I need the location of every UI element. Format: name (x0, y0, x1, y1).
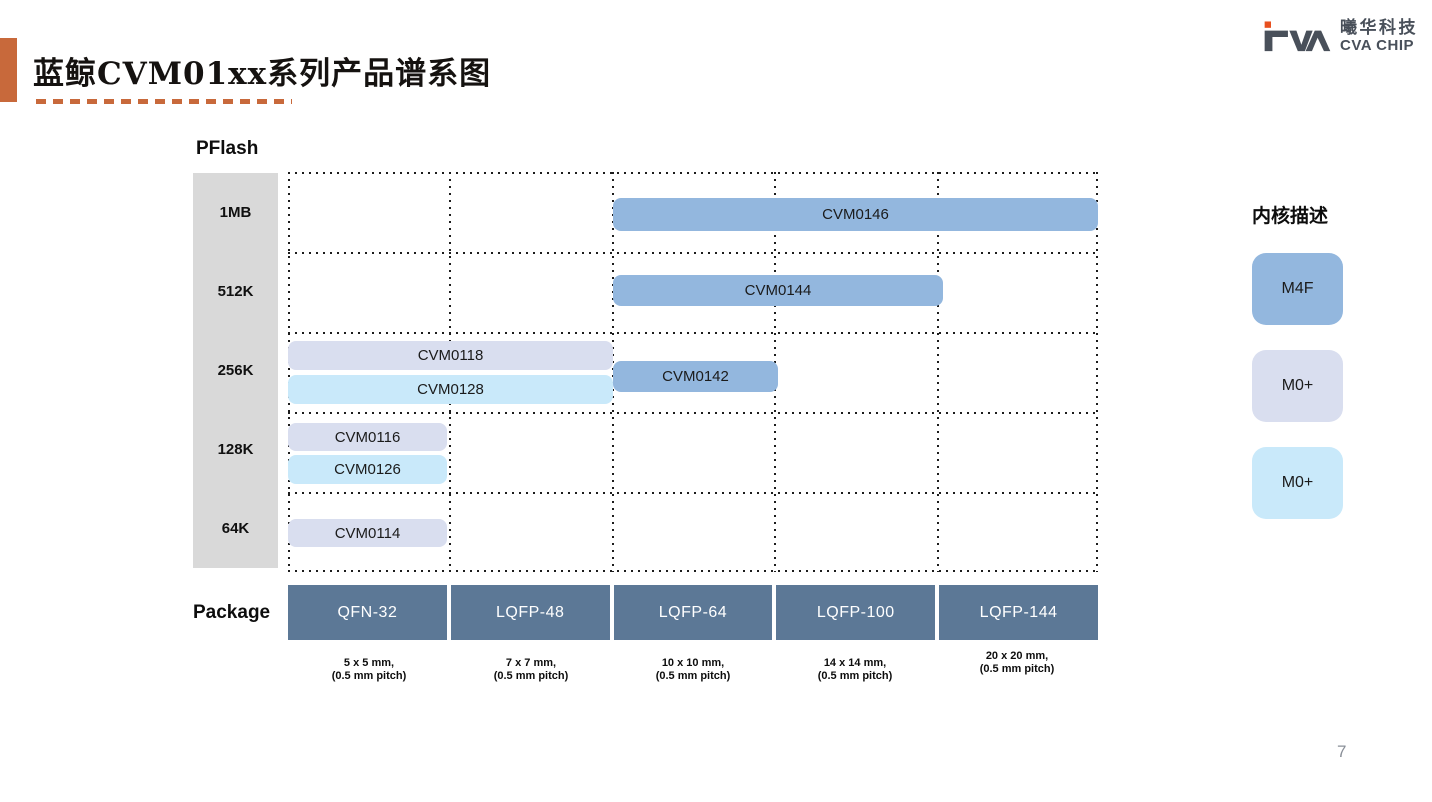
flash-row-256k: 256K (217, 362, 254, 379)
size-pitch: (0.5 mm pitch) (817, 670, 893, 682)
product-matrix-grid: CVM0146 CVM0144 CVM0118 CVM0128 CVM0142 … (288, 172, 1098, 572)
package-lqfp48: LQFP-48 (450, 585, 610, 640)
gridline-v (937, 172, 939, 572)
gridline-h (288, 492, 1098, 494)
legend-core-m4f: M4F (1252, 253, 1343, 325)
x-axis-label: Package (193, 602, 271, 623)
size-dimensions: 10 x 10 mm, (661, 657, 725, 669)
size-pitch: (0.5 mm pitch) (493, 670, 569, 682)
size-dimensions: 14 x 14 mm, (823, 657, 887, 669)
company-logo: 曦华科技 CVA CHIP (1259, 16, 1418, 58)
product-bar-cvm0144: CVM0144 (613, 275, 943, 306)
title-underline-dashes (36, 99, 292, 104)
size-pitch: (0.5 mm pitch) (979, 663, 1055, 675)
package-lqfp144: LQFP-144 (939, 585, 1098, 640)
product-bar-cvm0128: CVM0128 (288, 375, 613, 404)
product-bar-cvm0114: CVM0114 (288, 519, 447, 547)
gridline-h (288, 570, 1098, 572)
legend-core-m0plus-b: M0+ (1252, 447, 1343, 519)
size-pitch: (0.5 mm pitch) (655, 670, 731, 682)
gridline-h (288, 412, 1098, 414)
size-dimensions: 20 x 20 mm, (985, 650, 1049, 662)
flash-row-1mb: 1MB (219, 204, 252, 221)
company-name-en: CVA CHIP (1340, 37, 1415, 55)
flash-row-64k: 64K (221, 520, 250, 537)
flash-row-128k: 128K (217, 441, 254, 458)
page-title: 蓝鲸CVM01xx系列产品谱系图 (33, 56, 492, 92)
gridline-h (288, 252, 1098, 254)
product-bar-cvm0118: CVM0118 (288, 341, 613, 370)
gridline-h (288, 172, 1098, 174)
size-dimensions: 7 x 7 mm, (505, 657, 557, 669)
flash-size-band: 1MB 512K 256K 128K 64K (193, 173, 278, 568)
package-lqfp100: LQFP-100 (776, 585, 936, 640)
size-pitch: (0.5 mm pitch) (331, 670, 407, 682)
gridline-h (288, 332, 1098, 334)
package-size-lqfp48: 7 x 7 mm, (0.5 mm pitch) (450, 657, 612, 683)
legend-core-m0plus-a: M0+ (1252, 350, 1343, 422)
package-size-qfn32: 5 x 5 mm, (0.5 mm pitch) (288, 657, 450, 683)
product-bar-cvm0146: CVM0146 (613, 198, 1098, 231)
gridline-v (449, 172, 451, 572)
package-size-captions: 5 x 5 mm, (0.5 mm pitch) 7 x 7 mm, (0.5 … (288, 650, 1098, 683)
gridline-v (288, 172, 290, 572)
package-size-lqfp100: 14 x 14 mm, (0.5 mm pitch) (774, 657, 936, 683)
product-bar-cvm0116: CVM0116 (288, 423, 447, 451)
gridline-v (1096, 172, 1098, 572)
package-header-row: QFN-32 LQFP-48 LQFP-64 LQFP-100 LQFP-144 (288, 585, 1098, 640)
package-size-lqfp144: 20 x 20 mm, (0.5 mm pitch) (936, 650, 1098, 676)
flash-row-512k: 512K (217, 283, 254, 300)
product-bar-cvm0126: CVM0126 (288, 455, 447, 484)
package-size-lqfp64: 10 x 10 mm, (0.5 mm pitch) (612, 657, 774, 683)
page-number: 7 (1337, 742, 1347, 761)
logo-text: 曦华科技 CVA CHIP (1340, 19, 1418, 54)
product-bar-cvm0142: CVM0142 (613, 361, 778, 392)
title-accent-bar (0, 38, 17, 102)
y-axis-label: PFlash (196, 138, 259, 159)
package-qfn32: QFN-32 (288, 585, 447, 640)
size-dimensions: 5 x 5 mm, (343, 657, 395, 669)
legend-title: 内核描述 (1252, 206, 1329, 227)
package-lqfp64: LQFP-64 (613, 585, 773, 640)
company-name-cn: 曦华科技 (1340, 18, 1418, 38)
cva-logo-icon (1264, 21, 1331, 52)
